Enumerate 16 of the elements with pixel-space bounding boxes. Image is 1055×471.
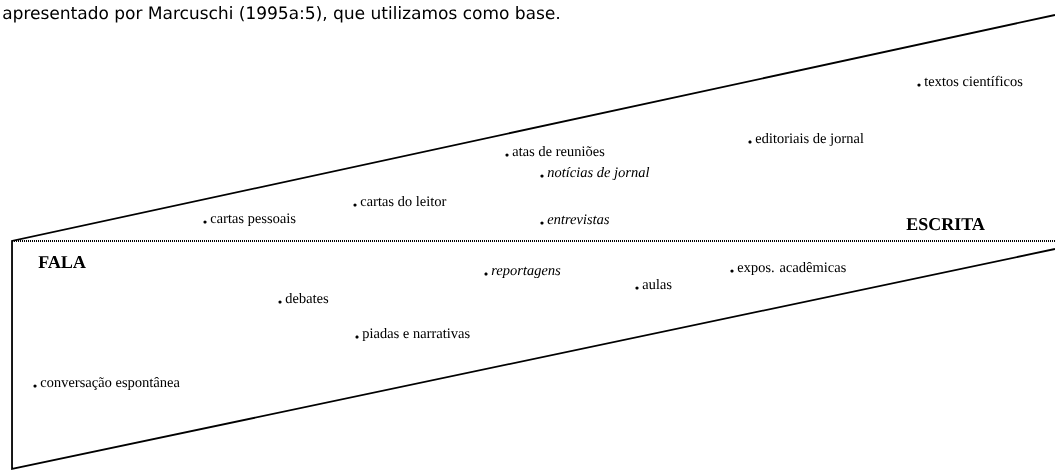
genre-item: notícias de jornal — [540, 166, 650, 181]
genre-item: textos científicos — [917, 75, 1023, 87]
genre-item: piadas e narrativas — [355, 327, 470, 342]
genre-item: conversação espontânea — [33, 376, 180, 391]
genre-item: cartas pessoais — [203, 213, 296, 227]
genre-item: atas de reuniões — [505, 145, 605, 157]
genre-item: aulas — [635, 278, 672, 290]
genre-item: entrevistas — [540, 214, 610, 225]
genre-item: expos. acadêmicas — [730, 261, 846, 276]
genre-item: cartas do leitor — [353, 195, 447, 207]
region-heading: FALA — [38, 256, 86, 268]
intro-text: apresentado por Marcuschi (1995a:5), que utilizamos como base. — [3, 6, 559, 23]
genre-item: editoriais de jornal — [748, 132, 864, 147]
genre-item: reportagens — [484, 266, 561, 279]
genre-item: debates — [278, 292, 329, 304]
region-heading: ESCRITA — [906, 218, 985, 231]
